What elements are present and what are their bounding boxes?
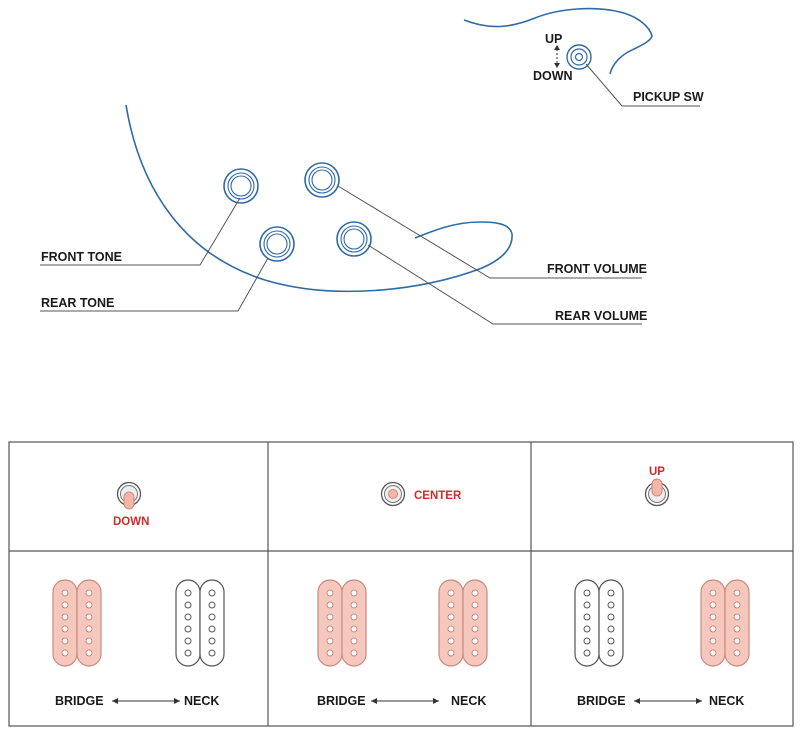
guitar-body [125, 7, 653, 293]
arrow-left-icon [371, 698, 377, 704]
rear-tone-label: REAR TONE [41, 296, 114, 310]
pickup-sw-label: PICKUP SW [633, 90, 704, 104]
rear-tone-knob [259, 226, 295, 262]
switch-up-label: UP [545, 32, 562, 46]
arrow-right-icon [696, 698, 702, 704]
position-up: UP BRIDGE NECK [574, 466, 750, 708]
switch-up-icon [644, 478, 670, 507]
switch-positions: DOWN BRIDGE NECK CENTER BRIDGE NECK UP BRIDGE NE… [52, 466, 750, 708]
pickup-switch-top [554, 44, 592, 70]
front-volume-label: FRONT VOLUME [547, 262, 647, 276]
neck-pickup [175, 579, 225, 667]
rear-volume-label: REAR VOLUME [555, 309, 647, 323]
bridge-pickup [574, 579, 624, 667]
neck-label: NECK [184, 694, 219, 708]
body-outline-lower [125, 104, 513, 293]
rear-volume-knob [336, 221, 372, 257]
position-label: CENTER [414, 490, 462, 502]
position-table [8, 441, 794, 727]
switch-center-icon [380, 481, 406, 507]
body-outline-upper [463, 7, 653, 75]
front-tone-knob [223, 168, 259, 204]
switch-down-icon [116, 481, 142, 510]
knobs [223, 162, 372, 262]
position-label: UP [649, 466, 665, 478]
neck-pickup [700, 579, 750, 667]
switch-down-label: DOWN [533, 69, 573, 83]
arrow-right-icon [433, 698, 439, 704]
front-volume-knob [304, 162, 340, 198]
pickup-sw-leader [585, 63, 700, 107]
bridge-label: BRIDGE [55, 694, 104, 708]
position-center: CENTER BRIDGE NECK [317, 481, 488, 708]
bridge-label: BRIDGE [317, 694, 366, 708]
arrow-right-icon [174, 698, 180, 704]
front-tone-leader [40, 197, 241, 266]
bridge-label: BRIDGE [577, 694, 626, 708]
position-label: DOWN [113, 516, 149, 528]
rear-volume-leader [367, 244, 642, 325]
neck-label: NECK [709, 694, 744, 708]
front-tone-label: FRONT TONE [41, 250, 122, 264]
neck-label: NECK [451, 694, 486, 708]
neck-pickup [438, 579, 488, 667]
position-down: DOWN BRIDGE NECK [52, 481, 225, 708]
arrow-left-icon [112, 698, 118, 704]
bridge-pickup [52, 579, 102, 667]
rear-tone-leader [40, 257, 269, 312]
front-volume-leader [337, 185, 642, 279]
arrow-left-icon [634, 698, 640, 704]
bridge-pickup [317, 579, 367, 667]
